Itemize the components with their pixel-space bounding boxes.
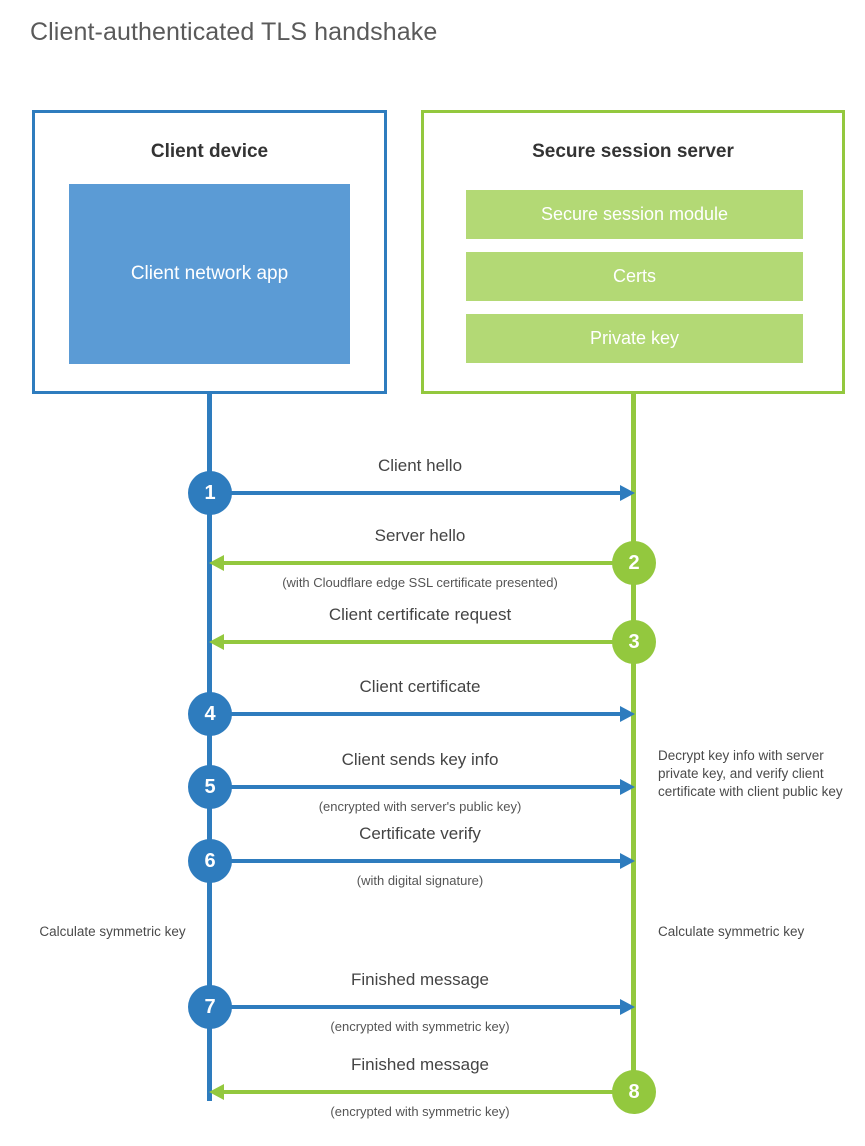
step-number-badge: 4 <box>188 692 232 736</box>
step-number-badge: 1 <box>188 471 232 515</box>
step-label: Client certificate <box>359 677 481 696</box>
step-sublabel: (encrypted with symmetric key) <box>330 1104 510 1119</box>
server-decrypt-note: Decrypt key info with server private key… <box>658 748 843 800</box>
secure-session-server-box: Secure session server Secure session mod… <box>421 110 845 394</box>
server-component-secure-session-module: Secure session module <box>466 190 803 239</box>
arrow-line <box>218 640 632 644</box>
step-label: Client hello <box>377 456 463 475</box>
arrow-line <box>210 491 624 495</box>
arrowhead-icon <box>209 634 224 650</box>
arrow-line <box>218 1090 632 1094</box>
client-network-app-block: Client network app <box>69 184 350 364</box>
step-number-badge: 2 <box>612 541 656 585</box>
client-device-box: Client device Client network app <box>32 110 387 394</box>
arrowhead-icon <box>620 706 635 722</box>
arrowhead-icon <box>209 555 224 571</box>
step-number-badge: 6 <box>188 839 232 883</box>
arrow-line <box>210 859 624 863</box>
step-number-badge: 3 <box>612 620 656 664</box>
arrowhead-icon <box>620 779 635 795</box>
arrow-line <box>218 561 632 565</box>
step-label: Finished message <box>351 970 489 989</box>
arrow-line <box>210 785 624 789</box>
arrow-line <box>210 712 624 716</box>
step-number-badge: 5 <box>188 765 232 809</box>
step-label: Client certificate request <box>328 605 512 624</box>
secure-session-server-title: Secure session server <box>532 141 734 162</box>
step-label: Server hello <box>374 526 466 545</box>
step-sublabel: (encrypted with symmetric key) <box>330 1019 510 1034</box>
step-sublabel: (with Cloudflare edge SSL certificate pr… <box>282 575 558 590</box>
step-label: Finished message <box>351 1055 489 1074</box>
step-label: Client sends key info <box>341 750 499 769</box>
step-sublabel: (with digital signature) <box>356 873 484 888</box>
arrowhead-icon <box>209 1084 224 1100</box>
arrowhead-icon <box>620 999 635 1015</box>
step-sublabel: (encrypted with server's public key) <box>318 799 522 814</box>
client-device-title: Client device <box>150 141 269 162</box>
server-component-private-key: Private key <box>466 314 803 363</box>
server-component-certs: Certs <box>466 252 803 301</box>
server-lifeline <box>631 392 636 1092</box>
step-number-badge: 7 <box>188 985 232 1029</box>
page-title: Client-authenticated TLS handshake <box>30 18 438 46</box>
client-lifeline <box>207 392 212 1101</box>
step-number-badge: 8 <box>612 1070 656 1114</box>
step-label: Certificate verify <box>359 824 481 843</box>
arrowhead-icon <box>620 485 635 501</box>
client-calculate-symmetric-key-note: Calculate symmetric key <box>39 924 186 939</box>
server-calculate-symmetric-key-note: Calculate symmetric key <box>658 924 805 939</box>
arrowhead-icon <box>620 853 635 869</box>
arrow-line <box>210 1005 624 1009</box>
